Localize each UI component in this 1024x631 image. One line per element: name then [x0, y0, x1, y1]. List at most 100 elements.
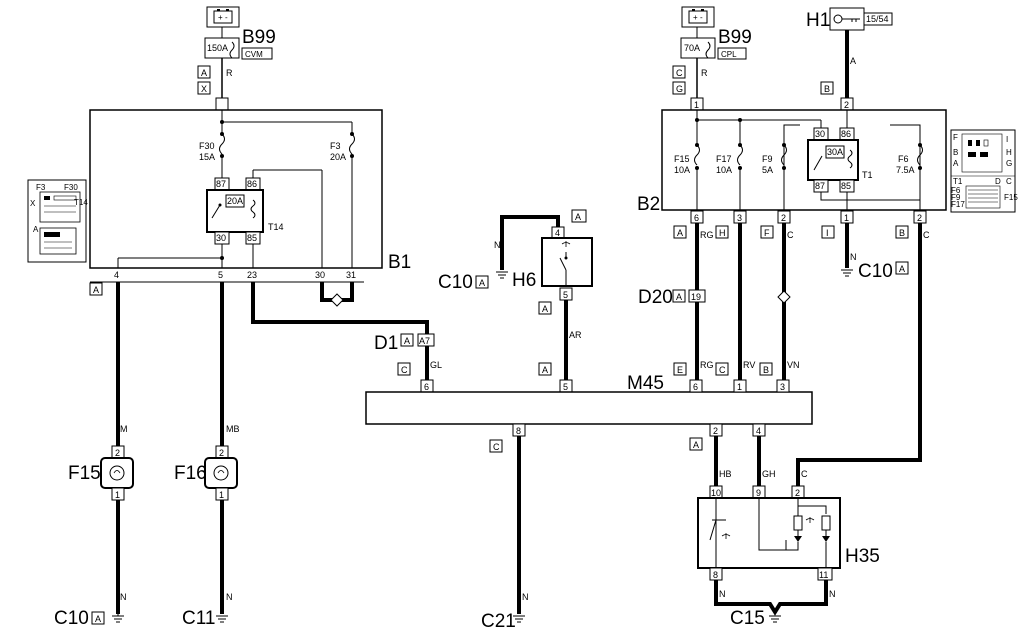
svg-text:GH: GH [762, 469, 776, 479]
svg-text:A: A [201, 68, 207, 78]
f15-label: F15 [68, 463, 101, 484]
svg-text:GL: GL [430, 360, 442, 370]
svg-text:6: 6 [694, 213, 699, 223]
svg-text:4: 4 [555, 228, 560, 238]
svg-text:HB: HB [719, 469, 732, 479]
svg-text:B: B [763, 365, 769, 375]
svg-text:10: 10 [711, 488, 721, 498]
b99-right-label: B99 [718, 27, 752, 48]
svg-text:30: 30 [815, 129, 825, 139]
svg-text:VN: VN [787, 360, 800, 370]
svg-text:70A: 70A [684, 43, 700, 53]
svg-text:5: 5 [563, 382, 568, 392]
svg-text:F: F [953, 133, 958, 142]
svg-text:G: G [1006, 159, 1012, 168]
svg-text:C: C [923, 230, 930, 240]
svg-text:15A: 15A [199, 152, 215, 162]
relay-t1: 30 86 30A 87 85 T1 [807, 120, 873, 193]
svg-text:86: 86 [247, 179, 257, 189]
svg-text:C: C [676, 68, 683, 78]
svg-text:85: 85 [247, 233, 257, 243]
svg-text:F9: F9 [762, 154, 773, 164]
svg-text:A: A [899, 264, 905, 274]
svg-text:F30: F30 [64, 183, 78, 192]
svg-text:X: X [30, 199, 36, 208]
ground-c10-h6: C10 A [438, 271, 508, 293]
b2-legend: F I B H A G T1 D C F6 F9 F17 F15 [950, 129, 1018, 213]
svg-text:30: 30 [315, 270, 325, 280]
svg-text:31: 31 [346, 270, 356, 280]
svg-text:C10: C10 [54, 608, 89, 629]
svg-text:G: G [676, 84, 683, 94]
f16-label: F16 [174, 463, 207, 484]
svg-text:C: C [1006, 177, 1012, 186]
svg-text:C: C [719, 365, 726, 375]
svg-text:5: 5 [218, 270, 223, 280]
svg-text:F9: F9 [951, 193, 961, 202]
d20-label: D20 [638, 287, 673, 308]
f15-lamp: 2 1 F15 [68, 445, 134, 501]
svg-text:C: C [493, 442, 500, 452]
m45-module: M45 [365, 373, 813, 425]
svg-text:4: 4 [114, 270, 119, 280]
svg-text:A: A [479, 278, 485, 288]
svg-text:2: 2 [781, 213, 786, 223]
svg-text:N: N [850, 252, 857, 262]
svg-text:5A: 5A [762, 165, 773, 175]
ground-c10-b2: C10 A [841, 261, 909, 282]
svg-text:8: 8 [516, 426, 521, 436]
svg-text:RV: RV [743, 360, 755, 370]
b1-fuse-box: B1 [89, 109, 411, 273]
svg-text:C10: C10 [438, 272, 473, 293]
svg-text:4: 4 [756, 426, 761, 436]
svg-text:10A: 10A [716, 165, 732, 175]
svg-text:6: 6 [693, 382, 698, 392]
svg-text:A7: A7 [419, 336, 430, 346]
svg-text:T14: T14 [74, 198, 88, 207]
svg-text:11: 11 [819, 570, 828, 580]
svg-text:I: I [826, 228, 829, 238]
svg-text:-: - [225, 13, 228, 22]
svg-text:A: A [693, 440, 699, 450]
svg-text:A: A [33, 225, 39, 234]
svg-text:7.5A: 7.5A [896, 165, 915, 175]
svg-text:+: + [693, 13, 698, 22]
h35-switch: 10 9 2 8 11 H35 [697, 485, 880, 581]
svg-text:20A: 20A [227, 196, 243, 206]
svg-text:A: A [676, 292, 682, 302]
svg-text:C21: C21 [481, 611, 516, 631]
svg-text:F6: F6 [898, 154, 909, 164]
svg-text:AR: AR [569, 330, 582, 340]
svg-text:B: B [899, 228, 905, 238]
ground-c15: C15 [730, 608, 781, 629]
svg-text:R: R [226, 68, 233, 78]
h35-label: H35 [845, 546, 880, 567]
svg-text:T1: T1 [862, 170, 873, 180]
svg-text:87: 87 [815, 181, 825, 191]
battery-left: + - [206, 6, 240, 28]
svg-text:3: 3 [780, 382, 785, 392]
ground-c11: C11 [182, 608, 228, 629]
svg-text:F6: F6 [951, 186, 961, 195]
b99-left-label: B99 [242, 27, 276, 48]
svg-text:M: M [120, 424, 128, 434]
svg-text:2: 2 [795, 488, 800, 498]
svg-text:C: C [801, 469, 808, 479]
svg-text:86: 86 [841, 129, 851, 139]
svg-text:19: 19 [691, 292, 701, 302]
b2-fuse-box: B2 [637, 109, 947, 215]
svg-text:F3: F3 [36, 183, 46, 192]
svg-text:RG: RG [700, 360, 714, 370]
svg-text:1: 1 [115, 490, 120, 500]
svg-text:N: N [719, 589, 726, 599]
svg-text:T14: T14 [268, 222, 284, 232]
svg-text:A: A [850, 56, 856, 66]
m45-label: M45 [627, 373, 664, 394]
svg-text:2: 2 [917, 213, 922, 223]
svg-text:C11: C11 [182, 608, 215, 629]
relay-t14: 87 86 20A 30 85 T14 [206, 177, 284, 245]
svg-text:X: X [201, 84, 207, 94]
svg-text:MB: MB [226, 424, 240, 434]
svg-text:F30: F30 [199, 141, 215, 151]
